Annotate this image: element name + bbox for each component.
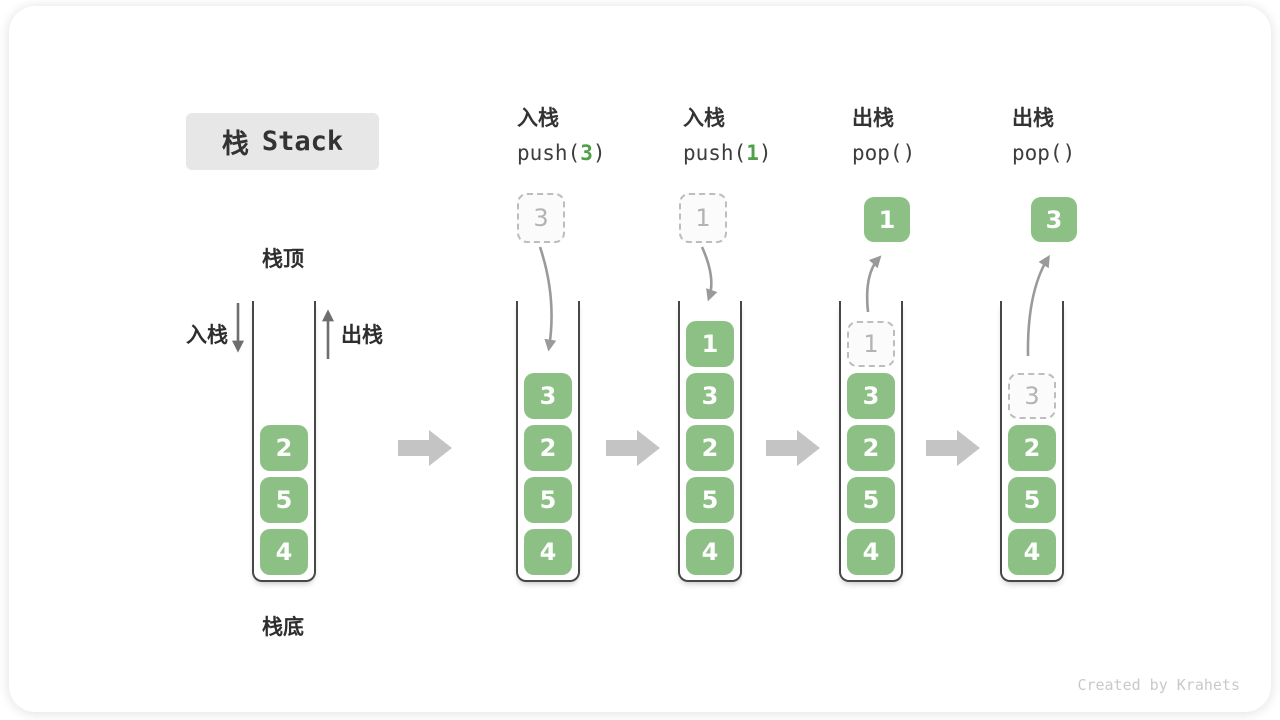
code-fn: pop( bbox=[852, 141, 903, 165]
stack-item: 4 bbox=[524, 529, 572, 575]
push-side-label: 入栈 bbox=[186, 323, 228, 347]
title-en: Stack bbox=[261, 126, 344, 157]
popped-value: 3 bbox=[1031, 197, 1077, 242]
stack-item: 4 bbox=[260, 529, 308, 575]
code-arg: 3 bbox=[580, 141, 593, 165]
code-fn: pop( bbox=[1012, 141, 1063, 165]
figure-card bbox=[9, 6, 1271, 712]
code-close: ) bbox=[1062, 141, 1076, 165]
op-code: push(1) bbox=[683, 139, 772, 167]
stack-item: 4 bbox=[686, 529, 734, 575]
stack-item: 5 bbox=[847, 477, 895, 523]
popped-slot-ghost: 3 bbox=[1008, 373, 1056, 419]
op-code: pop() bbox=[852, 139, 915, 167]
code-close: ) bbox=[592, 141, 606, 165]
code-arg: 1 bbox=[746, 141, 759, 165]
stack-item: 5 bbox=[524, 477, 572, 523]
stack-item: 2 bbox=[847, 425, 895, 471]
op-code: pop() bbox=[1012, 139, 1075, 167]
stack-item: 5 bbox=[260, 477, 308, 523]
stack-item: 5 bbox=[1008, 477, 1056, 523]
pop-side-label: 出栈 bbox=[341, 323, 383, 347]
stack-item: 3 bbox=[524, 373, 572, 419]
stack-item: 2 bbox=[524, 425, 572, 471]
title-zh: 栈 bbox=[221, 129, 249, 160]
stack-item: 2 bbox=[260, 425, 308, 471]
op-name: 入栈 bbox=[683, 106, 725, 130]
stack-item: 4 bbox=[847, 529, 895, 575]
op-label-pop-1: 出栈 pop() bbox=[852, 104, 915, 167]
op-label-push-1: 入栈 push(1) bbox=[683, 104, 772, 167]
code-fn: push( bbox=[683, 141, 747, 165]
code-close: ) bbox=[902, 141, 916, 165]
op-name: 出栈 bbox=[1012, 106, 1054, 130]
stack-item: 3 bbox=[686, 373, 734, 419]
op-label-push-3: 入栈 push(3) bbox=[517, 104, 606, 167]
stack-top-label: 栈顶 bbox=[262, 247, 304, 271]
op-name: 出栈 bbox=[852, 106, 894, 130]
op-name: 入栈 bbox=[517, 106, 559, 130]
incoming-value-ghost: 3 bbox=[517, 193, 565, 243]
stack-bottom-label: 栈底 bbox=[262, 615, 304, 639]
op-label-pop-2: 出栈 pop() bbox=[1012, 104, 1075, 167]
stack-item: 4 bbox=[1008, 529, 1056, 575]
incoming-value-ghost: 1 bbox=[679, 193, 727, 243]
popped-slot-ghost: 1 bbox=[847, 321, 895, 367]
stack-item: 1 bbox=[686, 321, 734, 367]
stack-item: 3 bbox=[847, 373, 895, 419]
op-code: push(3) bbox=[517, 139, 606, 167]
stack-item: 2 bbox=[1008, 425, 1056, 471]
figure-title: 栈 Stack bbox=[186, 113, 379, 170]
stack-item: 5 bbox=[686, 477, 734, 523]
popped-value: 1 bbox=[864, 197, 910, 242]
code-close: ) bbox=[758, 141, 772, 165]
code-fn: push( bbox=[517, 141, 581, 165]
watermark: Created by Krahets bbox=[1077, 676, 1240, 694]
stack-item: 2 bbox=[686, 425, 734, 471]
